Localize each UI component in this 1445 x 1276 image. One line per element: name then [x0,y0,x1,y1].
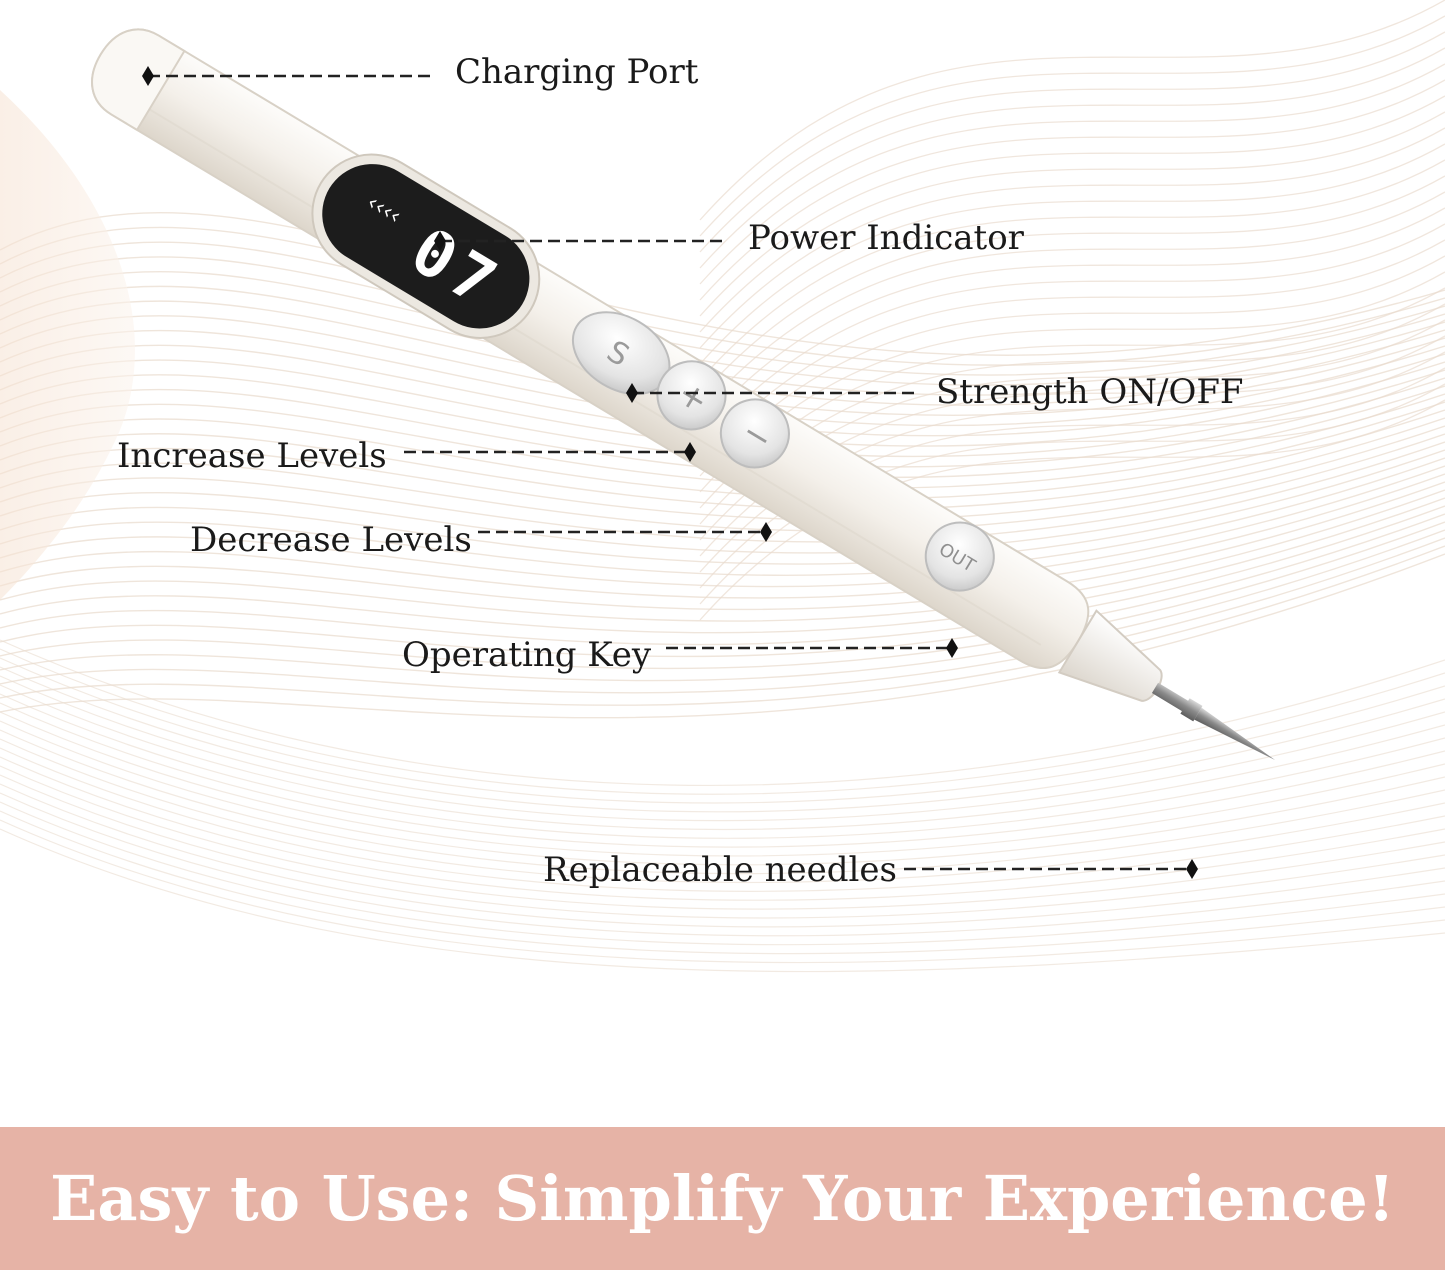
wave-line [0,513,1445,658]
wave-line [0,675,1445,822]
wave-line [699,287,1445,509]
wave-line [0,639,1445,786]
wave-line [699,111,1445,333]
wave-line [0,505,1445,646]
label-power-indicator: Power Indicator [748,218,1024,258]
label-operating-key: Operating Key [402,635,652,675]
wave-line [0,417,1445,521]
wave-line [0,693,1445,839]
device-pen: ‹‹‹‹ 07 S + − OUT [91,28,1276,761]
wave-line [0,537,1445,694]
wave-line [0,473,1445,599]
wave-line [699,63,1445,285]
callout-lines [148,74,1192,871]
wave-line [0,819,1445,964]
wave-line [699,207,1445,429]
wave-line [0,433,1445,543]
diamond-marker [946,638,958,658]
wave-line [699,15,1445,237]
wave-line [0,711,1445,857]
wave-line [699,127,1445,349]
wave-line [0,774,1445,919]
wave-line [0,657,1445,804]
wave-line [699,79,1445,301]
operating-key-button[interactable]: OUT [913,510,1006,603]
label-strength-on-off: Strength ON/OFF [936,372,1244,412]
wave-line [0,521,1445,670]
wave-line [699,271,1445,493]
label-replaceable-needles: Replaceable needles [543,850,897,890]
wave-line [0,489,1445,622]
wave-line [0,425,1445,532]
banner: Easy to Use: Simplify Your Experience! [0,1127,1445,1270]
background-waves [0,0,1445,973]
wave-line [0,720,1445,866]
wave-line [0,374,1445,468]
wave-line [0,409,1445,510]
wave-line [0,738,1445,884]
label-increase-levels: Increase Levels [117,436,387,476]
wave-line [699,239,1445,461]
callout-markers [142,66,1198,879]
wave-line [699,175,1445,397]
wave-line [0,529,1445,682]
needle-point [1194,707,1276,761]
pen-end-cap [91,28,186,132]
wave-line [699,31,1445,253]
wave-line [0,393,1445,489]
wave-line [699,191,1445,413]
wave-line [0,792,1445,937]
wave-line [0,344,1445,447]
wave-line [0,765,1445,910]
diamond-marker [760,522,772,542]
wave-line [699,255,1445,477]
increase-button[interactable]: + [645,349,738,442]
decrease-button[interactable]: − [708,387,801,480]
wave-line [0,441,1445,554]
display-screen [322,164,530,329]
wave-line [699,223,1445,445]
wave-line [0,783,1445,928]
label-decrease-levels: Decrease Levels [190,520,472,560]
wave-line [699,0,1445,221]
banner-background [0,1127,1445,1270]
wave-line [0,497,1445,634]
wave-line [0,385,1445,478]
wave-line [0,801,1445,946]
peach-swirl [0,90,135,600]
wave-line [0,756,1445,901]
wave-line [699,143,1445,365]
wave-line [0,329,1445,437]
wave-line [0,553,1445,719]
wave-line [0,401,1445,500]
wave-line [0,648,1445,795]
wave-line [0,449,1445,565]
wave-line [0,457,1445,576]
wave-line [0,481,1445,611]
wave-line [0,545,1445,706]
wave-line [699,95,1445,317]
wave-line [0,729,1445,875]
wave-line [0,828,1445,973]
banner-text: Easy to Use: Simplify Your Experience! [50,1162,1395,1235]
wave-line [0,666,1445,813]
diamond-marker [684,442,696,462]
wave-line [699,47,1445,269]
needle [1151,682,1203,722]
wave-line [0,684,1445,831]
pen-seam [106,82,1042,646]
diamond-marker [434,231,446,251]
label-charging-port: Charging Port [455,52,699,92]
diamond-marker [626,383,638,403]
wave-line [0,702,1445,848]
wave-line [0,810,1445,955]
wave-line [0,465,1445,588]
diamond-marker [142,66,154,86]
wave-line [0,747,1445,892]
wave-line [699,159,1445,381]
diamond-marker [1186,859,1198,879]
